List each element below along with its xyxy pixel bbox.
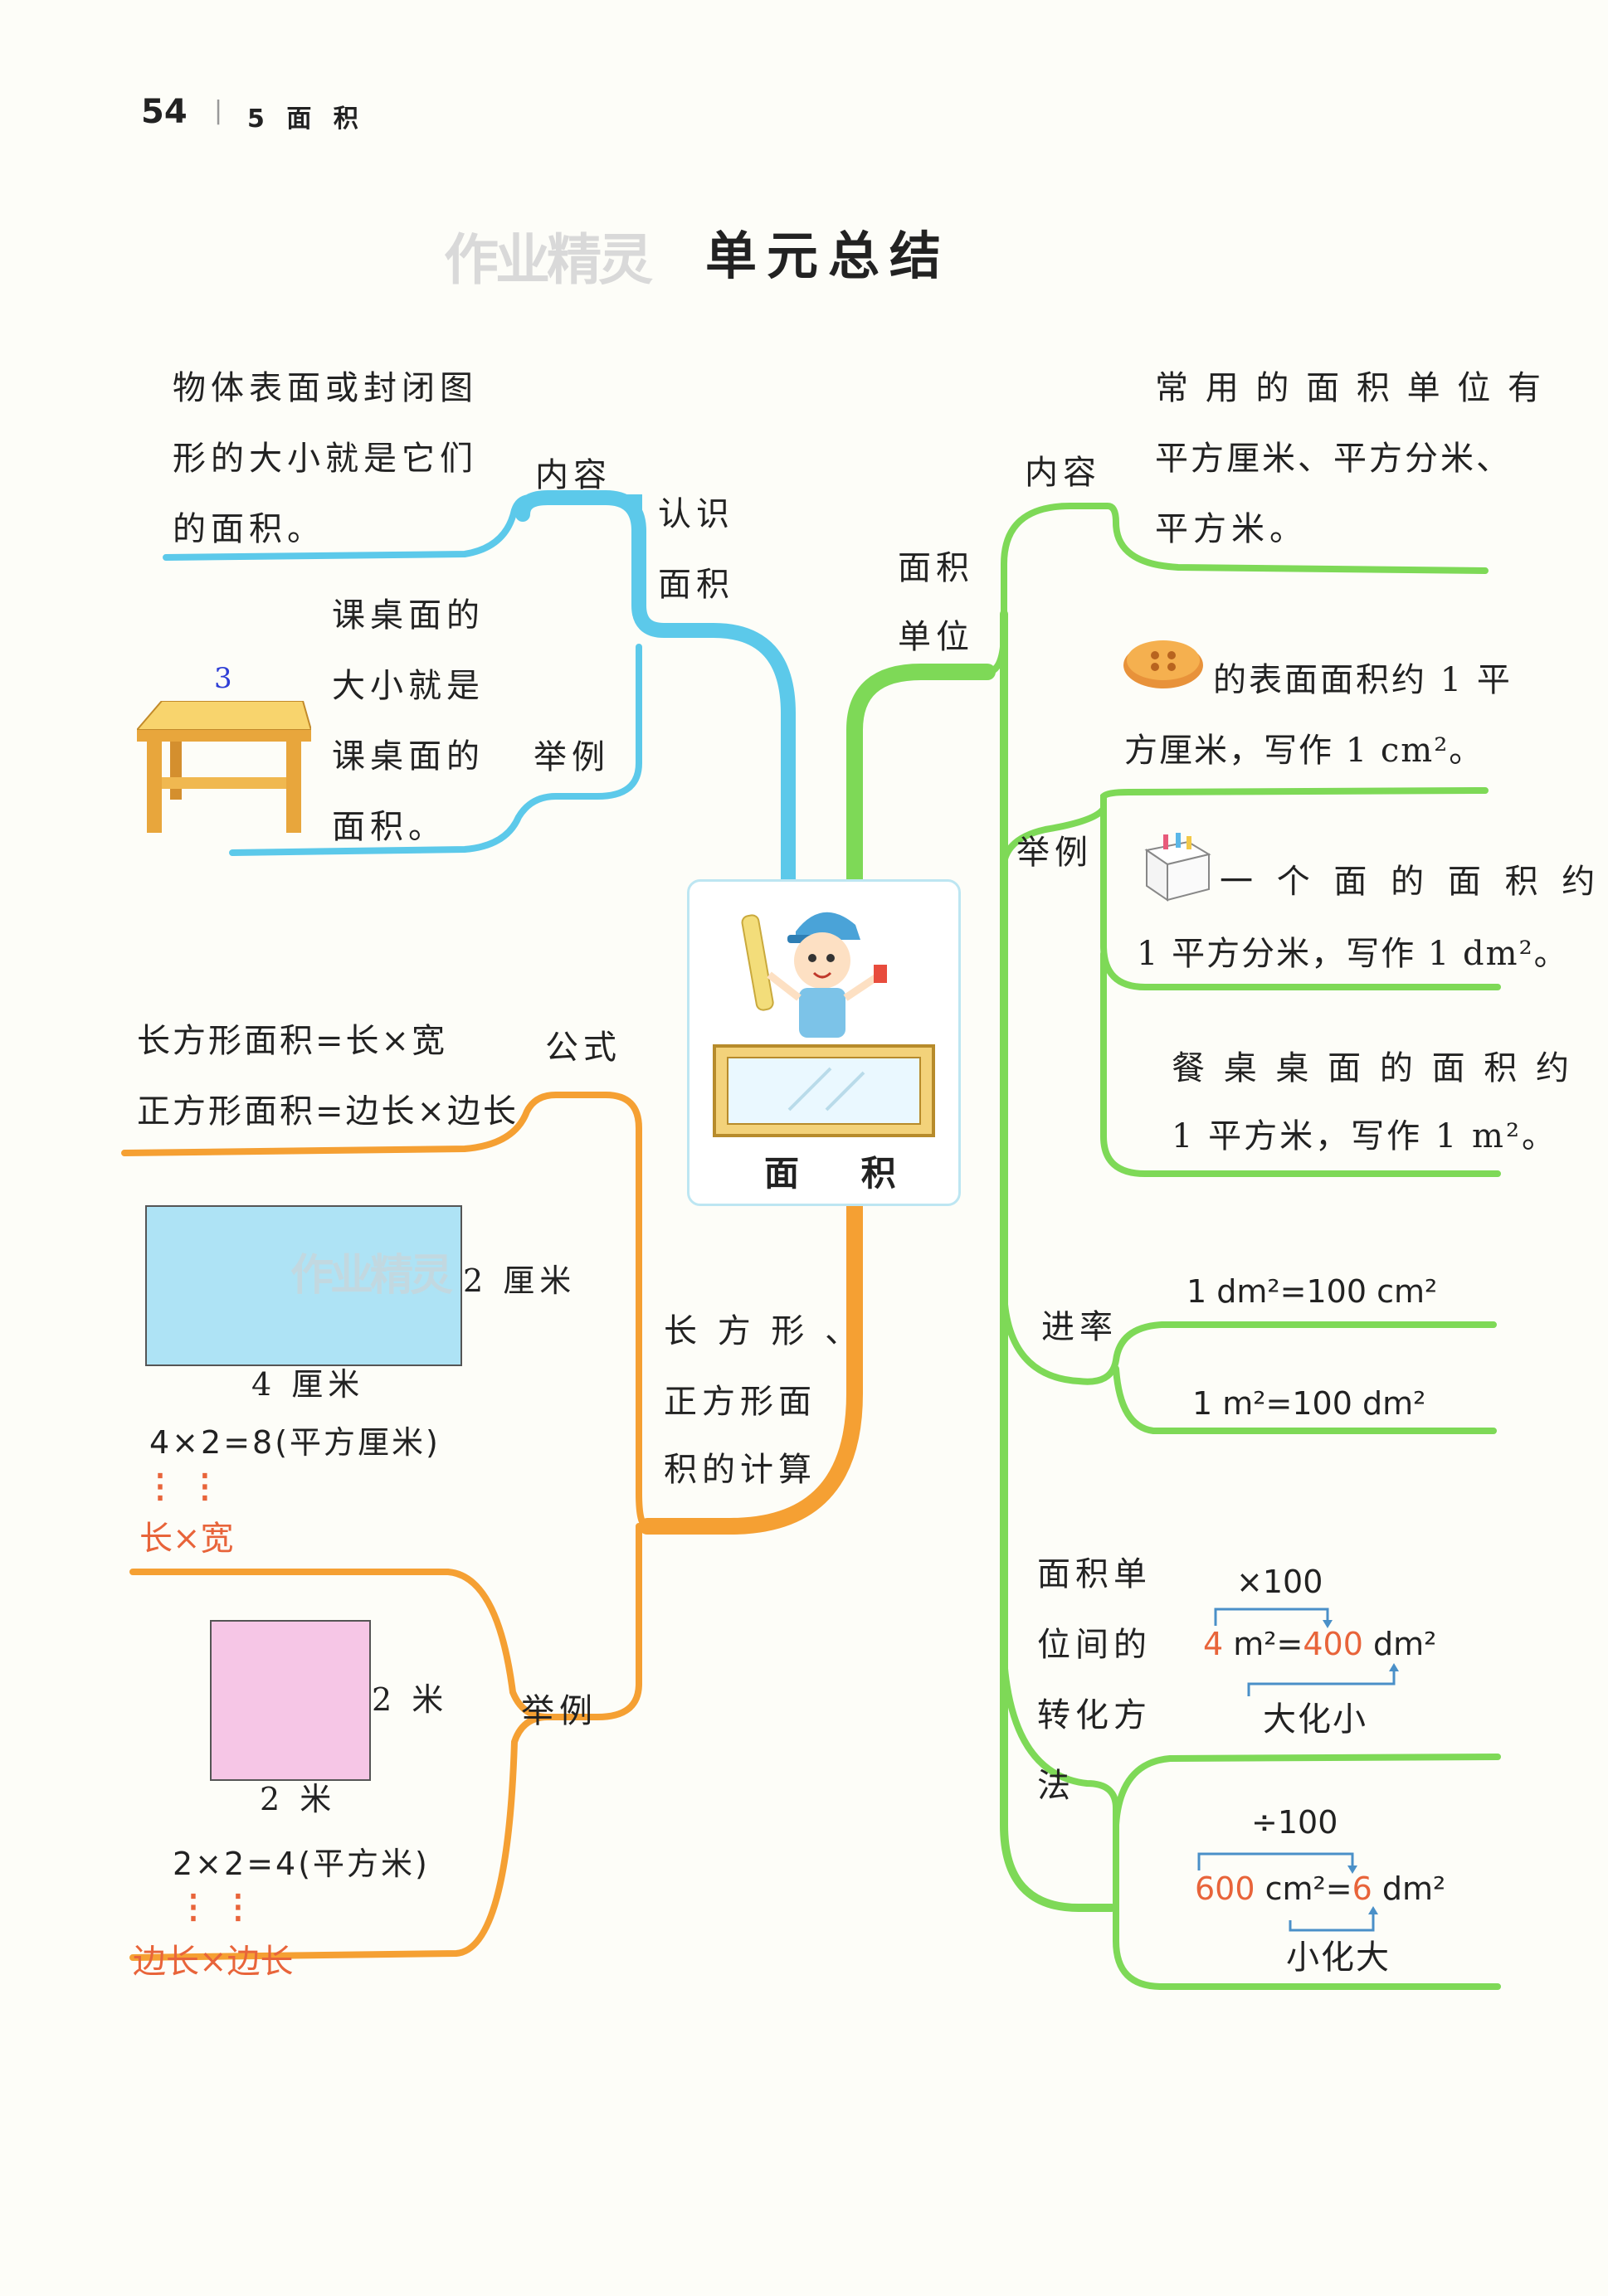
chalk-box-icon <box>1138 829 1213 904</box>
center-card: 面 积 <box>687 879 961 1206</box>
convert1-left-num: 4 <box>1203 1626 1223 1662</box>
units-content-line-3: 平方米。 <box>1155 513 1308 546</box>
recognize-example-line-3: 课桌面的 <box>332 740 485 773</box>
example-cm-line-2: 方厘米，写作 1 cm²。 <box>1124 734 1484 767</box>
boy-with-glass-illustration <box>689 882 958 1155</box>
convert2-op: ÷100 <box>1251 1804 1338 1841</box>
convert2-left-num: 600 <box>1195 1870 1255 1907</box>
convert-label-4: 法 <box>1037 1769 1075 1802</box>
convert2-right-num: 6 <box>1352 1870 1372 1907</box>
recognize-content-line-3: 的面积。 <box>173 513 325 546</box>
rect-width-label: 4 厘米 <box>251 1369 364 1400</box>
recognize-label-2: 面积 <box>658 568 734 601</box>
desk-illustration <box>137 701 311 842</box>
formula-rectangle: 长方形面积=长×宽 <box>137 1024 447 1058</box>
formula-square: 正方形面积=边长×边长 <box>137 1095 519 1128</box>
example-m-line-1: 餐 桌 桌 面 的 面 积 约 <box>1172 1052 1573 1085</box>
recognize-content-line-1: 物体表面或封闭图 <box>173 372 478 405</box>
units-content-line-2: 平方厘米、平方分米、 <box>1155 442 1512 475</box>
rect-equation: 4×2=8(平方厘米) <box>149 1427 441 1458</box>
rect-explain: 长×宽 <box>139 1522 234 1555</box>
square-explain: 边长×边长 <box>133 1945 294 1978</box>
convert1-left-unit: m²= <box>1223 1626 1303 1662</box>
watermark: 作业精灵 <box>444 216 650 295</box>
rect-watermark: 作业精灵 <box>290 1240 450 1302</box>
rect-dots: ⋮ ⋮ <box>144 1467 222 1506</box>
convert1-expression: 4 m²=400 dm² <box>1203 1626 1436 1662</box>
convert1-right-num: 400 <box>1303 1626 1363 1662</box>
square-height-label: 2 米 <box>372 1684 448 1715</box>
header-separator: | <box>214 96 222 125</box>
convert2-note: 小化大 <box>1286 1941 1391 1974</box>
convert-label-3: 转化方 <box>1037 1699 1152 1732</box>
square-figure <box>210 1620 371 1781</box>
square-dots: ⋮ ⋮ <box>177 1887 255 1926</box>
recognize-example-line-1: 课桌面的 <box>332 599 485 632</box>
square-width-label: 2 米 <box>260 1783 336 1815</box>
chapter-title: 5 面 积 <box>247 98 365 134</box>
rect-height-label: 2 厘米 <box>463 1265 576 1296</box>
calc-label-1: 长 方 形 、 <box>664 1315 863 1348</box>
convert-label-2: 位间的 <box>1037 1628 1152 1661</box>
convert2-right-unit: dm² <box>1372 1870 1445 1907</box>
calc-example-tag: 举例 <box>521 1695 597 1728</box>
page-number: 54 <box>141 93 188 131</box>
units-content-tag: 内容 <box>1025 456 1101 489</box>
page-title: 单元总结 <box>705 214 951 289</box>
recognize-example-tag: 举例 <box>534 741 610 774</box>
example-dm-line-1: 一 个 面 的 面 积 约 <box>1220 865 1601 898</box>
units-label-2: 单位 <box>898 620 974 654</box>
rate-2: 1 m²=100 dm² <box>1192 1385 1425 1422</box>
handwritten-mark: 3 <box>214 662 232 695</box>
example-m-line-2: 1 平方米，写作 1 m²。 <box>1172 1120 1557 1153</box>
units-content-line-1: 常 用 的 面 积 单 位 有 <box>1155 372 1544 405</box>
recognize-content-tag: 内容 <box>535 459 612 492</box>
calc-label-3: 积的计算 <box>664 1453 816 1486</box>
center-label: 面 积 <box>764 1146 921 1196</box>
units-label-1: 面积 <box>898 552 974 585</box>
formula-tag: 公式 <box>545 1031 621 1064</box>
calc-label-2: 正方形面 <box>664 1385 816 1418</box>
units-example-tag: 举例 <box>1016 836 1093 869</box>
convert1-right-unit: dm² <box>1363 1626 1436 1662</box>
rate-1: 1 dm²=100 cm² <box>1187 1273 1437 1310</box>
convert1-note: 大化小 <box>1263 1703 1367 1736</box>
square-equation: 2×2=4(平方米) <box>173 1848 430 1880</box>
convert-label-1: 面积单 <box>1037 1558 1152 1591</box>
rate-tag: 进率 <box>1041 1311 1118 1344</box>
recognize-example-line-4: 面积。 <box>332 810 446 844</box>
convert1-op: ×100 <box>1236 1564 1323 1600</box>
convert2-expression: 600 cm²=6 dm² <box>1195 1870 1445 1907</box>
recognize-label-1: 认识 <box>658 498 734 531</box>
example-dm-line-2: 1 平方分米，写作 1 dm²。 <box>1137 937 1569 970</box>
button-icon <box>1122 632 1205 690</box>
recognize-content-line-2: 形的大小就是它们 <box>173 442 478 475</box>
convert2-left-unit: cm²= <box>1255 1870 1352 1907</box>
example-cm-line-1: 的表面面积约 1 平 <box>1213 664 1513 697</box>
recognize-example-line-2: 大小就是 <box>332 669 485 703</box>
